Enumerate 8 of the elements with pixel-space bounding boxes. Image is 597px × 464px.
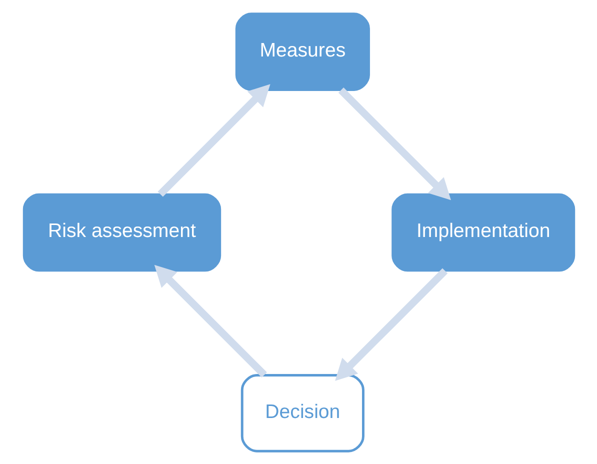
arrow: [157, 84, 270, 196]
node-box: Decision: [240, 374, 364, 452]
arrow: [334, 268, 448, 380]
node-box: Risk assessment: [22, 192, 221, 272]
node-box: Measures: [234, 12, 370, 90]
arrow: [338, 87, 450, 200]
arrow: [154, 264, 266, 377]
node-box: Implementation: [391, 192, 575, 272]
